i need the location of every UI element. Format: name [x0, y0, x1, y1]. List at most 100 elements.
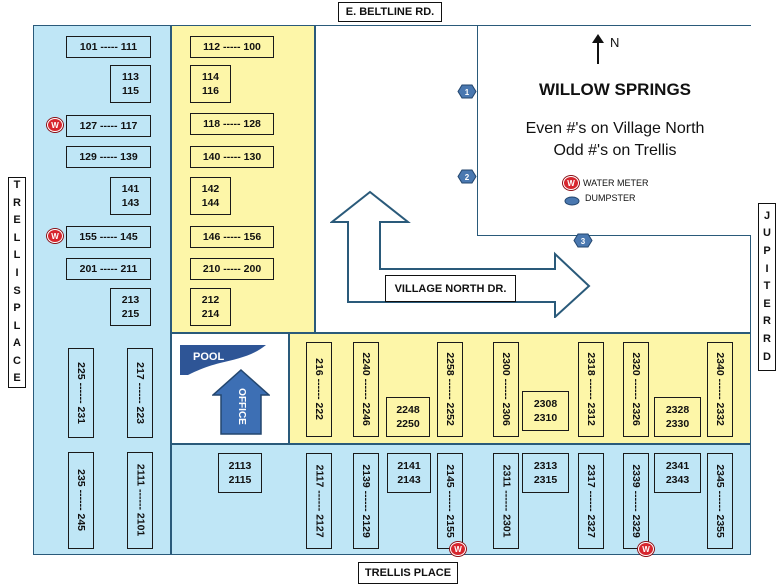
legend-water-label: WATER METER [583, 178, 649, 188]
unit-label: 210 ----- 200 [202, 262, 262, 275]
unit-building: 216 ------ 222 [306, 342, 332, 437]
unit-label: 217 ------ 223 [134, 362, 147, 424]
unit-label: 2340 ------ 2332 [714, 352, 727, 427]
street-letter: P [13, 302, 21, 315]
info-line-1: Even #'s on Village North [525, 120, 705, 137]
street-letter: U [763, 227, 771, 240]
unit-building: 210 ----- 200 [190, 258, 274, 280]
unit-label: 2308 2310 [533, 397, 558, 424]
pool-label: POOL [193, 351, 225, 363]
unit-building: 2258 ------ 2252 [437, 342, 463, 437]
dumpster-icon: 3 [573, 233, 593, 248]
unit-building: 2111 ------ 2101 [127, 452, 153, 549]
unit-label: 213 215 [121, 293, 140, 320]
unit-building: 2328 2330 [654, 397, 701, 437]
unit-building: 2317 ------ 2327 [578, 453, 604, 549]
left-blue-zone [33, 25, 171, 555]
unit-building: 2345 ------ 2355 [707, 453, 733, 549]
water-meter-icon: W [47, 229, 63, 243]
dumpster-number: 1 [465, 88, 470, 97]
unit-building: 217 ------ 223 [127, 348, 153, 438]
unit-building: 213 215 [110, 288, 151, 326]
unit-label: 235 ------ 245 [75, 469, 88, 532]
street-bottom: TRELLIS PLACE [358, 562, 458, 584]
unit-label: 2139 ------ 2129 [360, 464, 373, 538]
unit-label: 2345 ------ 2355 [714, 464, 727, 538]
unit-label: 2113 2115 [228, 459, 252, 486]
unit-label: 101 ----- 111 [79, 40, 138, 53]
unit-label: 2111 ------ 2101 [134, 464, 147, 537]
dumpster-icon: 2 [457, 169, 477, 184]
unit-label: 2313 2315 [533, 459, 558, 486]
yellow-block-zone [171, 25, 315, 333]
unit-building: 112 ----- 100 [190, 36, 274, 58]
unit-building: 225 ------ 231 [68, 348, 94, 438]
unit-label: 225 ------ 231 [75, 362, 88, 424]
unit-building: 114 116 [190, 65, 231, 103]
street-letter: E [13, 214, 21, 227]
street-letter: E [763, 297, 771, 310]
unit-building: 113 115 [110, 65, 151, 103]
unit-label: 2258 ------ 2252 [444, 352, 457, 427]
street-letter: I [15, 266, 19, 279]
street-letter: L [13, 319, 21, 332]
unit-label: 2240 ------ 2246 [360, 352, 373, 427]
unit-label: 212 214 [201, 293, 220, 320]
legend-dumpster-label: DUMPSTER [585, 193, 636, 203]
unit-building: 2141 2143 [387, 453, 431, 493]
street-interior: VILLAGE NORTH DR. [385, 275, 516, 302]
unit-building: 2311 ------ 2301 [493, 453, 519, 549]
unit-label: 141 143 [121, 182, 140, 209]
street-letter: P [763, 245, 771, 258]
unit-label: 2248 2250 [396, 403, 420, 430]
unit-label: 140 ----- 130 [202, 150, 262, 163]
legend-dumpster-icon [564, 193, 580, 206]
legend-water-meter-icon: W [563, 176, 579, 190]
street-letter: T [763, 280, 771, 293]
unit-building: 2139 ------ 2129 [353, 453, 379, 549]
street-letter: R [13, 196, 21, 209]
unit-label: 2339 ------ 2329 [630, 464, 643, 538]
street-letter: D [763, 350, 771, 363]
unit-label: 118 ----- 128 [203, 117, 261, 130]
water-meter-icon: W [638, 542, 654, 556]
unit-building: 2340 ------ 2332 [707, 342, 733, 437]
unit-label: 2341 2343 [665, 459, 690, 486]
street-letter: T [13, 178, 21, 191]
unit-building: 2341 2343 [654, 453, 701, 493]
unit-label: 129 ----- 139 [79, 150, 138, 163]
unit-label: 112 ----- 100 [203, 40, 261, 53]
unit-building: 155 ----- 145 [66, 226, 151, 248]
unit-building: 2318 ------ 2312 [578, 342, 604, 437]
water-meter-icon: W [450, 542, 466, 556]
unit-label: 142 144 [201, 182, 220, 209]
unit-building: 2113 2115 [218, 453, 262, 493]
unit-building: 235 ------ 245 [68, 452, 94, 549]
unit-building: 212 214 [190, 288, 231, 326]
street-letter: L [13, 231, 21, 244]
unit-building: 2248 2250 [386, 397, 430, 437]
unit-label: 2141 2143 [397, 459, 421, 486]
unit-label: 2300 ------ 2306 [500, 352, 513, 427]
unit-label: 2117 ------ 2127 [313, 464, 326, 538]
unit-label: 113 115 [122, 70, 139, 97]
dumpster-number: 2 [465, 173, 470, 182]
dumpster-number: 3 [581, 237, 586, 246]
unit-building: 141 143 [110, 177, 151, 215]
unit-building: 201 ----- 211 [66, 258, 151, 280]
unit-label: 155 ----- 145 [79, 230, 138, 243]
street-letter: J [763, 209, 771, 222]
street-letter: R [763, 332, 771, 345]
unit-label: 216 ------ 222 [313, 358, 326, 421]
dumpster-icon: 1 [457, 84, 477, 99]
unit-label: 2318 ------ 2312 [585, 352, 598, 427]
office-building [212, 369, 270, 435]
street-letter: L [13, 249, 21, 262]
info-line-2: Odd #'s on Trellis [553, 142, 677, 159]
street-letter: R [763, 315, 771, 328]
unit-building: 2308 2310 [522, 391, 569, 431]
north-label: N [610, 35, 620, 50]
street-letter: I [765, 262, 769, 275]
